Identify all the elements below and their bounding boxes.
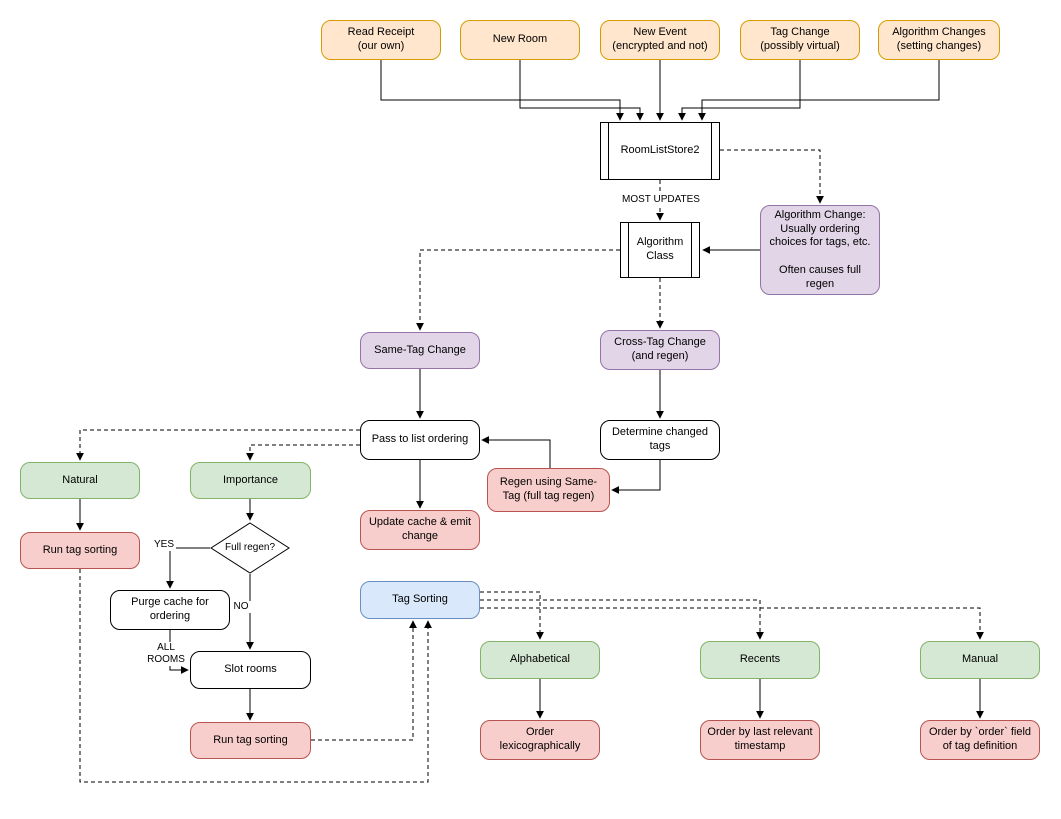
node-update-cache: Update cache & emit change [360,510,480,550]
node-natural: Natural [20,462,140,499]
node-tag-change: Tag Change (possibly virtual) [740,20,860,60]
node-algorithm-change-note: Algorithm Change: Usually ordering choic… [760,205,880,295]
edge-tag-sorting-to-recents [480,599,764,640]
node-slot-rooms: Slot rooms [190,651,311,689]
node-determine-changed-tags: Determine changed tags [600,420,720,460]
edge-algorithm-class-to-same-tag [416,249,620,331]
node-read-receipt: Read Receipt (our own) [321,20,441,60]
node-algorithm-class: Algorithm Class [620,222,700,278]
node-new-room: New Room [460,20,580,60]
node-tag-sorting: Tag Sorting [360,581,480,619]
edge-label-yes: YES [151,539,177,551]
node-pass-to-list-ordering: Pass to list ordering [360,420,480,460]
node-regen-same-tag: Regen using Same- Tag (full tag regen) [487,468,610,512]
node-recents: Recents [700,641,820,679]
full-regen-label: Full regen? [224,541,276,553]
node-order-by-field: Order by `order` field of tag definition [920,720,1040,760]
edge-determine-to-regen [611,460,661,494]
node-full-regen-decision: Full regen? [210,522,290,574]
node-manual: Manual [920,641,1040,679]
node-order-lexicographically: Order lexicographically [480,720,600,760]
edge-run-tag-sorting-left-to-tag-sorting [79,569,432,783]
edge-pass-to-importance [246,444,360,461]
edge-full-regen-yes-to-purge [166,547,210,589]
node-run-tag-sorting-mid: Run tag sorting [190,722,311,759]
edge-tag-sorting-to-alphabetical [480,591,544,640]
diamond-shape [210,522,290,574]
edge-tag-sorting-to-manual [480,607,984,640]
edge-label-no: NO [231,601,251,613]
node-algorithm-changes: Algorithm Changes (setting changes) [878,20,1000,60]
node-alphabetical: Alphabetical [480,641,600,679]
node-same-tag-change: Same-Tag Change [360,332,480,369]
edge-run-tag-sorting-mid-to-tag-sorting [311,620,417,741]
edge-read-receipt-to-store [380,60,624,121]
edge-algorithm-changes-to-store [698,60,940,121]
edge-label-all-rooms: ALL ROOMS [145,642,187,666]
edge-pass-to-natural [76,429,360,461]
edge-tag-change-to-store [678,60,801,121]
node-room-list-store: RoomListStore2 [600,122,720,180]
edge-label-most-updates: MOST UPDATES [620,194,702,206]
edge-new-room-to-store [519,60,644,121]
node-cross-tag-change: Cross-Tag Change (and regen) [600,330,720,370]
edge-regen-to-pass [481,436,551,468]
node-order-by-timestamp: Order by last relevant timestamp [700,720,820,760]
edge-store-to-note [720,149,824,204]
node-new-event: New Event (encrypted and not) [600,20,720,60]
node-importance: Importance [190,462,311,499]
node-purge-cache: Purge cache for ordering [110,590,230,630]
node-run-tag-sorting-left: Run tag sorting [20,532,140,569]
